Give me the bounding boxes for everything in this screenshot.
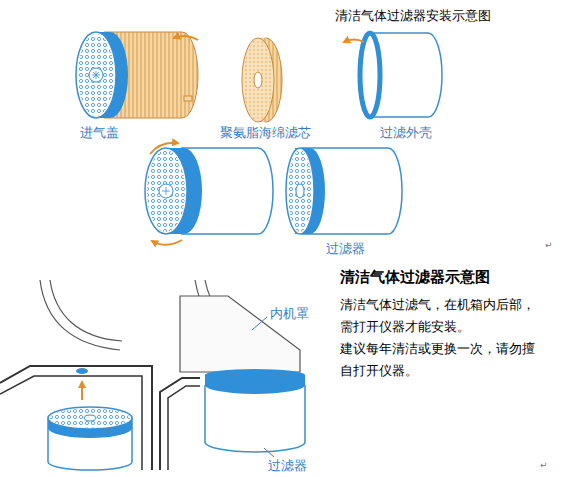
note-text: 建议每年清洁或更换一次，请勿擅自打开仪器。 [340,338,545,382]
note-text: 清洁气体过滤气，在机箱内后部，需打开仪器才能安装。 [340,294,545,338]
part-label: 内机罩 [270,306,309,322]
diagram-title: 清洁气体过滤器安装示意图 [335,8,491,24]
part-label: 过滤外壳 [380,125,432,141]
paragraph-mark: ↵ [540,460,548,471]
section-heading: 清洁气体过滤器示意图 [340,268,490,287]
part-label: 聚氨脂海绵滤芯 [220,125,311,141]
part-label: 过滤器 [268,458,307,474]
part-label: 进气盖 [80,125,119,141]
part-label: 过滤器 [326,241,365,257]
paragraph-mark: ↵ [545,240,553,251]
